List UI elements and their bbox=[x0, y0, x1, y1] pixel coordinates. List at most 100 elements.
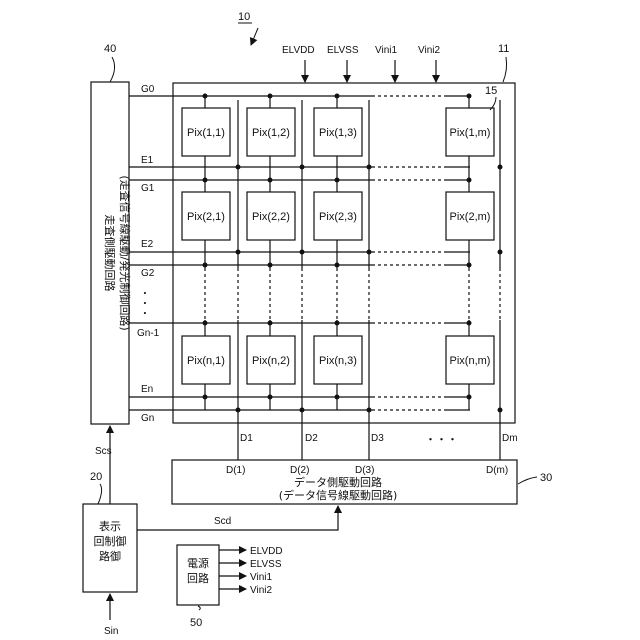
junction-dot bbox=[467, 94, 472, 99]
junction-dot bbox=[203, 263, 208, 268]
panel-ref-leader bbox=[503, 57, 507, 82]
junction-dot bbox=[236, 408, 241, 413]
scan-label-g1: G1 bbox=[141, 183, 155, 194]
row-continuation bbox=[205, 268, 500, 320]
controller-label-line-1: 表示 bbox=[99, 519, 121, 533]
scan-driver-ref-leader bbox=[110, 57, 115, 82]
power-out-vini1: Vini1 bbox=[250, 572, 272, 583]
data-label-d1: D1 bbox=[240, 433, 253, 444]
scd-arrow bbox=[137, 506, 338, 530]
supply-label-vini2: Vini2 bbox=[418, 45, 440, 56]
data-label-d3: D3 bbox=[371, 433, 384, 444]
controller-ref: 20 bbox=[90, 471, 102, 483]
junction-dot bbox=[467, 263, 472, 268]
junction-dot bbox=[203, 395, 208, 400]
supply-label-vini1: Vini1 bbox=[375, 45, 397, 56]
junction-dot bbox=[236, 165, 241, 170]
scan-label-e1: E1 bbox=[141, 155, 154, 166]
scan-driver-ref: 40 bbox=[104, 43, 116, 55]
data-driver-ref-leader bbox=[518, 477, 537, 484]
scan-label-e2: E2 bbox=[141, 239, 154, 250]
power-out-vini2: Vini2 bbox=[250, 585, 272, 596]
junction-dot bbox=[335, 178, 340, 183]
junction-dot bbox=[367, 408, 372, 413]
pixel-array: Pix(1,1) Pix(1,2) Pix(1,3) Pix(1,m) Pix(… bbox=[182, 108, 494, 384]
junction-dot bbox=[236, 250, 241, 255]
junction-dot bbox=[203, 321, 208, 326]
junction-dot bbox=[335, 395, 340, 400]
data-driver-ref: 30 bbox=[540, 472, 552, 484]
power-ref-leader bbox=[198, 606, 200, 610]
pixel-n-m-label: Pix(n,m) bbox=[450, 355, 491, 367]
junction-dot bbox=[268, 94, 273, 99]
junction-dot bbox=[203, 94, 208, 99]
junction-dot bbox=[367, 165, 372, 170]
junction-dot bbox=[335, 263, 340, 268]
pixel-n-3-label: Pix(n,3) bbox=[319, 355, 357, 367]
pixel-1-2-label: Pix(1,2) bbox=[252, 127, 290, 139]
power-out-elvdd: ELVDD bbox=[250, 546, 283, 557]
data-label-dm: Dm bbox=[502, 433, 518, 444]
panel-ref-label: 11 bbox=[498, 43, 509, 55]
data-driver-title: データ側駆動回路 bbox=[294, 475, 382, 489]
junction-dot bbox=[300, 250, 305, 255]
junction-dot bbox=[498, 165, 503, 170]
pixel-2-2-label: Pix(2,2) bbox=[252, 211, 290, 223]
junction-dot bbox=[335, 321, 340, 326]
sin-label: Sin bbox=[104, 626, 118, 637]
pixel-2-m-label: Pix(2,m) bbox=[450, 211, 491, 223]
junction-dot bbox=[268, 321, 273, 326]
supply-lines: ELVDD ELVSS Vini1 Vini2 bbox=[282, 45, 440, 82]
data-driver-out-m: D(m) bbox=[486, 465, 508, 476]
data-label-dots: ・・・ bbox=[425, 434, 458, 446]
junction-dot bbox=[300, 408, 305, 413]
scan-label-gn: Gn bbox=[141, 413, 154, 424]
pixel-1-1-label: Pix(1,1) bbox=[187, 127, 225, 139]
power-out-elvss: ELVSS bbox=[250, 559, 282, 570]
scan-label-gn1: Gn-1 bbox=[137, 328, 160, 339]
scd-label: Scd bbox=[214, 516, 231, 527]
data-driver-out-2: D(2) bbox=[290, 465, 309, 476]
pixel-2-1-label: Pix(2,1) bbox=[187, 211, 225, 223]
power-label-line-2: 回路 bbox=[187, 572, 209, 585]
pixel-1-3-label: Pix(1,3) bbox=[319, 127, 357, 139]
junction-dot bbox=[300, 165, 305, 170]
data-driver-out-1: D(1) bbox=[226, 465, 245, 476]
junction-dot bbox=[467, 321, 472, 326]
scs-label: Scs bbox=[95, 446, 112, 457]
data-driver-out-3: D(3) bbox=[355, 465, 374, 476]
supply-label-elvdd: ELVDD bbox=[282, 45, 315, 56]
controller-label-line-3: 路御 bbox=[99, 549, 121, 563]
controller-box bbox=[83, 504, 137, 592]
junction-dot bbox=[367, 250, 372, 255]
junction-dot bbox=[498, 250, 503, 255]
data-line-labels: D1 D2 D3 ・・・ Dm bbox=[240, 433, 518, 446]
pixel-1-m-label: Pix(1,m) bbox=[450, 127, 491, 139]
scan-label-dots: ・・・ bbox=[138, 288, 149, 318]
scan-label-g2: G2 bbox=[141, 268, 155, 279]
column-continuation bbox=[372, 96, 446, 410]
figure-ref-arrow bbox=[251, 28, 258, 45]
scan-line-labels: G0 E1 G1 E2 G2 ・・・ Gn-1 En Gn bbox=[137, 84, 160, 424]
junction-dot bbox=[467, 395, 472, 400]
figure-ref-label: 10 bbox=[238, 11, 250, 23]
junction-dot bbox=[268, 395, 273, 400]
scan-label-en: En bbox=[141, 384, 153, 395]
junction-dot bbox=[203, 178, 208, 183]
pixel-n-2-label: Pix(n,2) bbox=[252, 355, 290, 367]
power-label-line-1: 電源 bbox=[187, 556, 209, 570]
data-driver-subtitle: (データ信号線駆動回路) bbox=[279, 488, 398, 502]
junction-dot bbox=[467, 178, 472, 183]
data-label-d2: D2 bbox=[305, 433, 318, 444]
junction-dot bbox=[498, 408, 503, 413]
controller-label-line-2: 回制御 bbox=[94, 534, 127, 548]
junction-dot bbox=[268, 263, 273, 268]
supply-label-elvss: ELVSS bbox=[327, 45, 359, 56]
controller-ref-leader bbox=[98, 484, 102, 504]
scan-driver-title: 走査側駆動回路 bbox=[103, 215, 117, 292]
scan-driver-subtitle: (走査信号線駆動/発光制御回路) bbox=[118, 175, 132, 330]
scan-label-g0: G0 bbox=[141, 84, 155, 95]
junction-dot bbox=[335, 94, 340, 99]
pixel-2-3-label: Pix(2,3) bbox=[319, 211, 357, 223]
